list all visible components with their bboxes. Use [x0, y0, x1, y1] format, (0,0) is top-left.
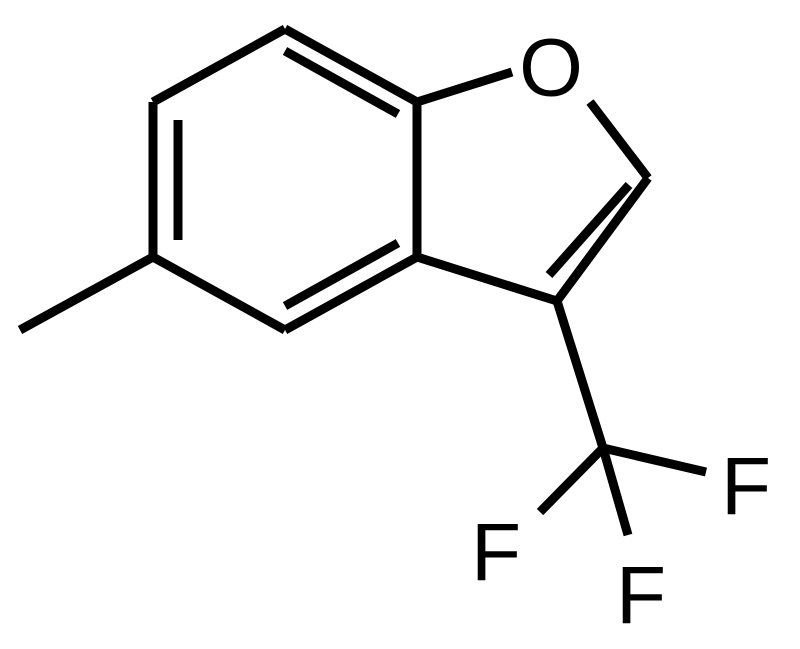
bond-c4-c3a: [282, 253, 420, 334]
bond-c7-c6: [150, 25, 288, 106]
bond-cf3-f3: [598, 446, 633, 537]
bond-c5-c4: [150, 253, 288, 334]
bond-cf3-f1: [601, 443, 708, 477]
oxygen-label: O: [519, 23, 583, 114]
bond-c7a-o: [415, 67, 514, 107]
bond-cf3-f2: [536, 444, 607, 516]
bond-inner-c2-c3: [545, 182, 633, 278]
bond-c2-c3: [553, 175, 652, 304]
fluorine-label-bottom: F: [616, 551, 666, 642]
bond-c5-methyl: [17, 253, 156, 334]
bond-c7a-c7: [282, 25, 420, 106]
fluorine-label-left: F: [471, 508, 521, 599]
bond-inner-c4-c3a: [282, 239, 401, 310]
bond-c3-c3a: [415, 252, 559, 306]
bond-o-c2: [586, 99, 652, 181]
bond-c3-cf3: [552, 299, 608, 450]
bond-inner-c7a-c7: [282, 47, 401, 118]
fluorine-label-right: F: [721, 442, 771, 533]
